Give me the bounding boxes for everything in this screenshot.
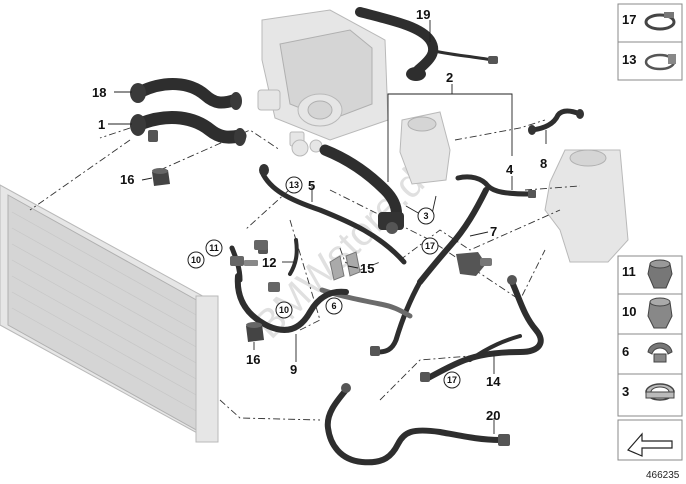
side-panel-bottom: 11 10 6 3 <box>617 255 683 417</box>
engine-housing-ghost <box>257 9 389 157</box>
hose-14 <box>420 275 544 382</box>
connector-icon <box>647 297 673 329</box>
circled-callout-11: 11 <box>205 239 223 257</box>
callout-12: 12 <box>262 255 276 270</box>
hose-clip-icon <box>647 342 673 363</box>
side-label-6: 6 <box>622 344 629 359</box>
hose-20 <box>324 383 510 466</box>
push-connector-icon <box>647 259 673 289</box>
svg-text:13: 13 <box>289 180 299 190</box>
callout-9: 9 <box>290 362 297 377</box>
side-label-13: 13 <box>622 52 636 67</box>
side-label-3: 3 <box>622 384 629 399</box>
clamp-band-icon <box>644 12 676 31</box>
side-panel-top: 17 13 <box>617 3 683 81</box>
radiator-ghost <box>0 184 219 443</box>
side-label-10: 10 <box>622 304 636 319</box>
side-label-11: 11 <box>622 264 636 279</box>
callout-4: 4 <box>506 162 514 177</box>
callout-18: 18 <box>92 85 106 100</box>
circled-callout-3: 3 <box>417 207 435 225</box>
bracket-15 <box>329 251 361 281</box>
callout-5: 5 <box>308 178 315 193</box>
circled-callout-6: 6 <box>325 297 343 315</box>
expansion-tank-ghost <box>544 149 629 263</box>
spring-band-clamp-icon <box>645 383 675 401</box>
hose-8 <box>528 108 584 135</box>
hose-18 <box>130 78 242 110</box>
circled-callout-10-upper: 10 <box>187 251 205 269</box>
small-reservoir-ghost <box>399 111 451 185</box>
connector-cluster <box>230 240 280 292</box>
circled-callout-10-lower: 10 <box>275 301 293 319</box>
callout-16-lower: 16 <box>246 352 260 367</box>
hose-1 <box>130 111 247 146</box>
circled-callout-17-lower: 17 <box>443 371 461 389</box>
svg-text:17: 17 <box>447 375 457 385</box>
svg-text:10: 10 <box>191 255 201 265</box>
svg-text:6: 6 <box>331 301 336 311</box>
svg-text:10: 10 <box>279 305 289 315</box>
navigation-arrow-icon <box>617 419 683 461</box>
callout-7: 7 <box>490 224 497 239</box>
svg-text:3: 3 <box>423 211 428 221</box>
hose-thermostat <box>319 144 404 234</box>
hose-5 <box>259 164 407 276</box>
callout-16-upper: 16 <box>120 172 134 187</box>
callout-8: 8 <box>540 156 547 171</box>
callout-20: 20 <box>486 408 500 423</box>
callout-15: 15 <box>360 261 374 276</box>
hose-4 <box>455 174 536 198</box>
svg-text:17: 17 <box>425 241 435 251</box>
valve-pump <box>456 252 492 276</box>
svg-text:11: 11 <box>209 243 219 253</box>
circled-callout-13: 13 <box>285 176 303 194</box>
hose-7 <box>370 187 489 356</box>
circled-callout-17-upper: 17 <box>421 237 439 255</box>
callout-2: 2 <box>446 70 453 85</box>
callout-1: 1 <box>98 117 105 132</box>
reference-number: 466235 <box>646 470 680 481</box>
callout-19: 19 <box>416 7 430 22</box>
callout-14: 14 <box>486 374 501 389</box>
grommet-16-lower <box>246 322 264 342</box>
side-label-17: 17 <box>622 12 636 27</box>
hose-clamp-icon <box>644 53 676 71</box>
grommet-16-upper <box>152 168 170 186</box>
